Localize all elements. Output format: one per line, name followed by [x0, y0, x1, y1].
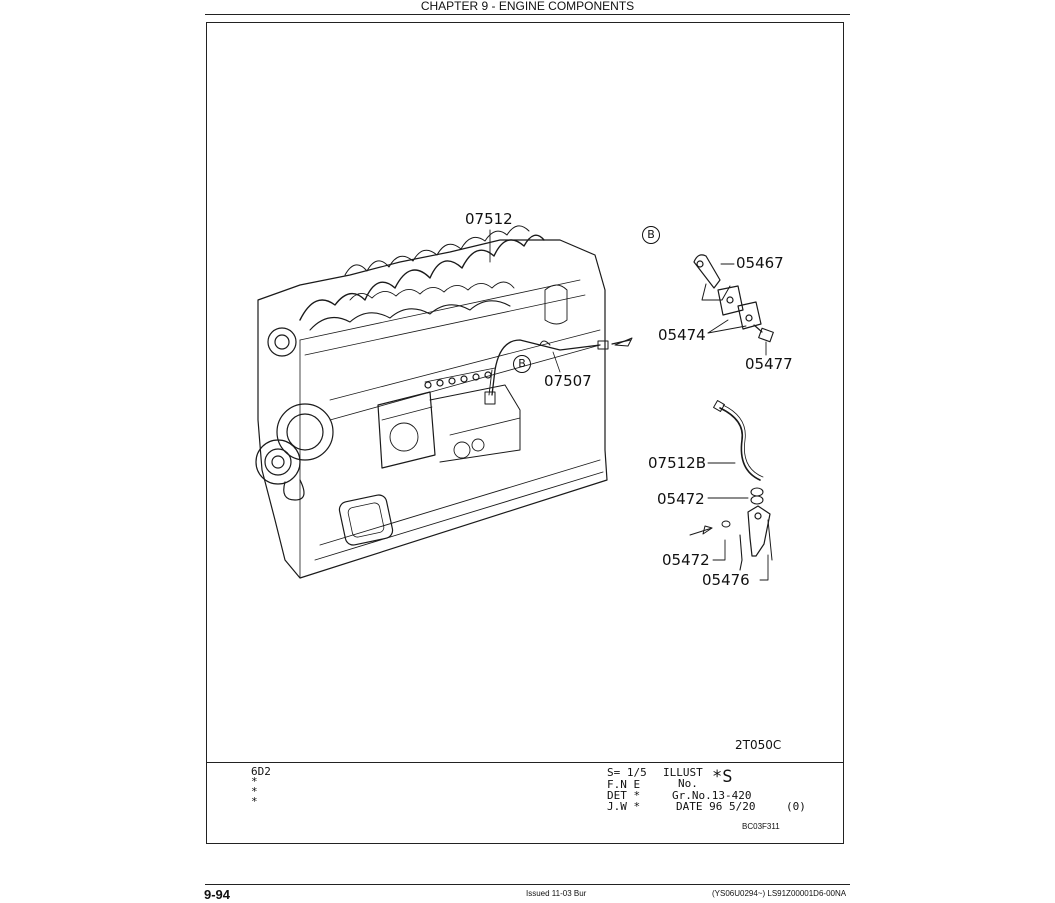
pipe-07512B [719, 407, 761, 481]
view-b-marker: B [642, 226, 660, 244]
no-label: No. [678, 777, 698, 790]
engine-block [255, 225, 608, 579]
illustration-code: 2T050C [735, 738, 782, 752]
bracket-05467 [693, 254, 735, 301]
title-block-left: 6D2 * * * [251, 765, 271, 808]
mark: * [251, 785, 258, 798]
callout-07512b: 07512B [648, 454, 707, 472]
illust-label: ILLUST [663, 766, 703, 779]
footer-rule [205, 884, 850, 885]
mark: * [251, 795, 258, 808]
callout-05467: 05467 [736, 254, 784, 272]
scale-text: S= 1/5 [607, 766, 647, 779]
illust-number: *S [712, 767, 733, 787]
page-number: 9-94 [204, 887, 231, 902]
mark: * [251, 775, 258, 788]
callout-07507: 07507 [544, 372, 592, 390]
callout-05472: 05472 [662, 551, 710, 569]
jw-text: J.W * [607, 800, 641, 813]
chapter-header: CHAPTER 9 - ENGINE COMPONENTS [420, 0, 635, 13]
callout-05477: 05477 [745, 355, 793, 373]
document-reference: (YS06U0294~) LS91Z00001D6-00NA [712, 889, 847, 898]
group-number: Gr.No.13-420 [672, 789, 752, 802]
callout-05474: 05474 [658, 326, 706, 344]
det-text: DET * [607, 789, 641, 802]
callout-05476: 05476 [702, 571, 750, 589]
date-text: DATE 96 5/20 [676, 800, 756, 813]
model-code: 6D2 [251, 765, 271, 778]
callout-05472: 05472 [657, 490, 705, 508]
revision: (0) [786, 800, 806, 813]
issued-text: Issued 11-03 Bur [526, 889, 587, 898]
header-rule [205, 14, 850, 15]
leak-off-pipe-07507 [491, 339, 601, 396]
injection-pipe-07512 [299, 234, 545, 321]
drawing-frame [206, 22, 844, 844]
title-block-rule [207, 762, 843, 763]
view-b-marker: B [513, 355, 531, 373]
clamp-05474 [707, 285, 762, 334]
fne-text: F.N E [607, 778, 641, 791]
callout-07512: 07512 [465, 210, 513, 228]
bolt-05477 [753, 324, 774, 356]
reference-code: BC03F311 [742, 822, 780, 831]
